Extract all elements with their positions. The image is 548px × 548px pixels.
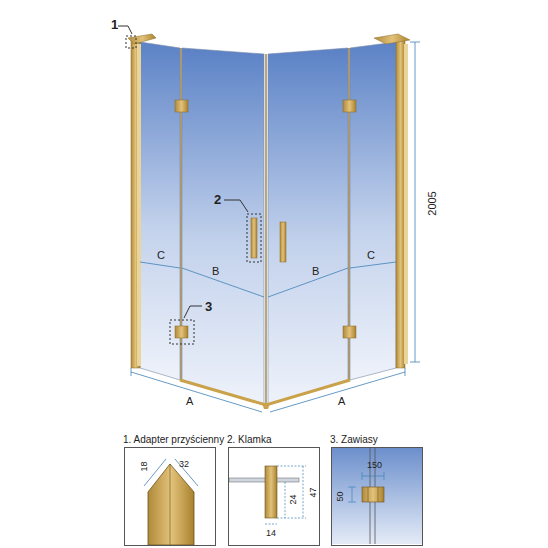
dimension-label: B [312, 266, 319, 277]
panel-heading: 1. Adapter przyścienny [123, 435, 224, 445]
panel-heading: 2. Klamka [227, 435, 271, 445]
dimension-label: 47 [309, 487, 318, 497]
detail-panel: 1. Adapter przyścienny1832 [124, 447, 216, 546]
dimension-label: A [186, 396, 193, 407]
dimension-label: 24 [289, 494, 298, 504]
dimension-label: A [338, 396, 345, 407]
callout-number: 2 [214, 193, 221, 206]
dimension-label: 14 [266, 529, 276, 538]
dimension-label: C [367, 250, 375, 261]
dimension-label: 18 [140, 461, 149, 471]
callout-number: 3 [205, 300, 212, 313]
dimension-label: B [212, 266, 219, 277]
dimension-label: C [157, 250, 165, 261]
dimension-label: 150 [367, 461, 382, 470]
dimension-label: 50 [336, 491, 345, 501]
dimension-label: 32 [179, 460, 189, 469]
detail-panel: 2. Klamka472414 [228, 447, 320, 546]
dimension-label: 2005 [427, 191, 438, 215]
panel-heading: 3. Zawiasy [330, 435, 378, 445]
detail-panel: 3. Zawiasy15050 [331, 447, 423, 546]
callout-number: 1 [111, 18, 118, 31]
